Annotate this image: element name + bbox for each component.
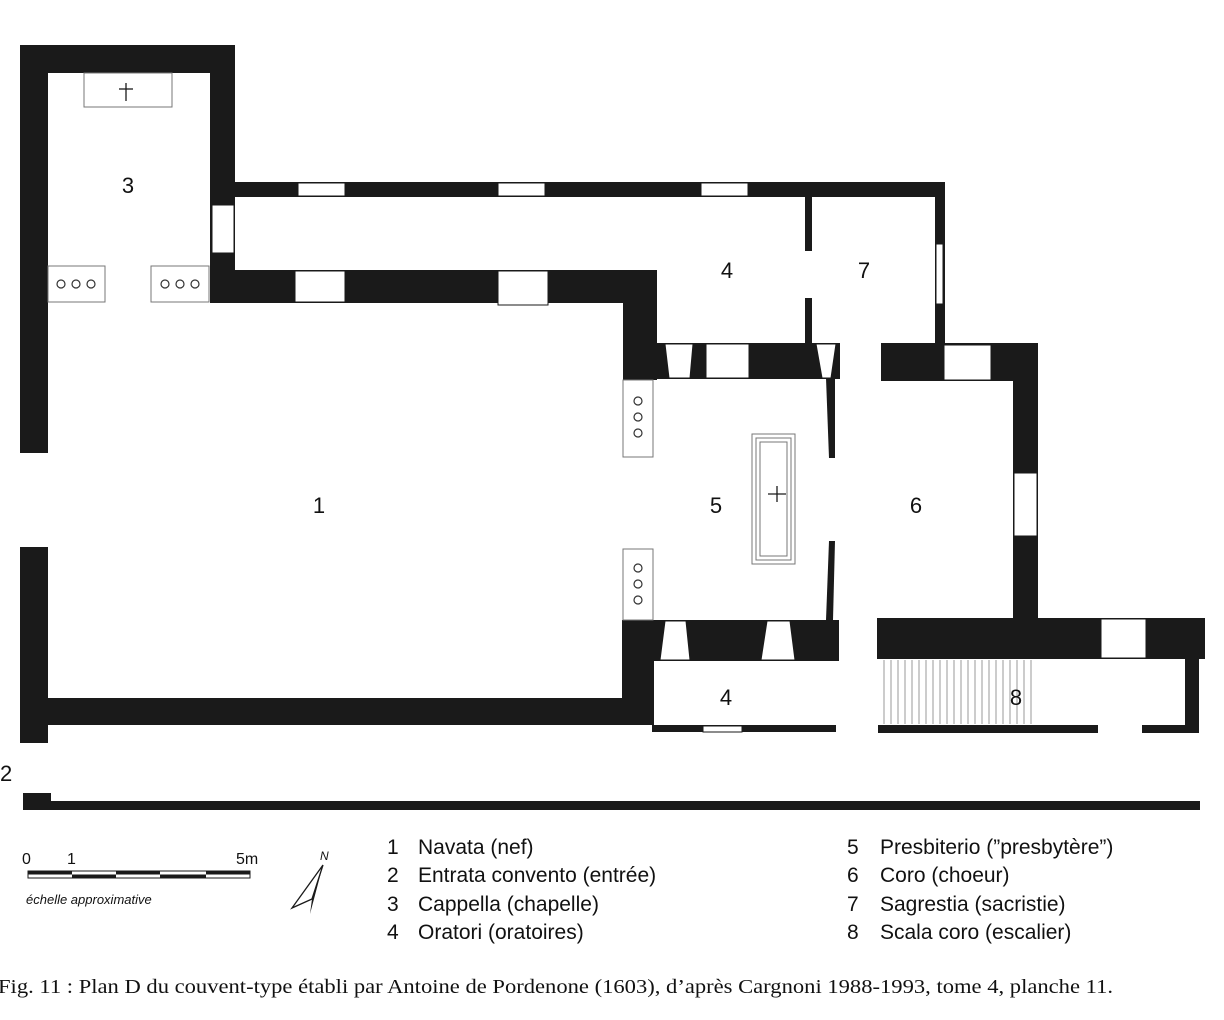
- room-label-7: 7: [858, 258, 870, 283]
- room-labels: 1 2 3 4 4 5 6 7 8: [0, 173, 1022, 786]
- legend-num-1: 1: [387, 836, 399, 859]
- legend-num-4: 4: [387, 921, 399, 944]
- legend-num-7: 7: [847, 893, 859, 916]
- scale-tick-1: 1: [67, 851, 76, 868]
- legend-text-3: Cappella (chapelle): [418, 893, 599, 916]
- legend-num-3: 3: [387, 893, 399, 916]
- legend-text-1: Navata (nef): [418, 836, 534, 859]
- room-label-3: 3: [122, 173, 134, 198]
- room-label-1: 1: [313, 493, 325, 518]
- chapel-altar: [83, 72, 173, 108]
- scale-tick-0: 0: [22, 851, 31, 868]
- legend-num-5: 5: [847, 836, 859, 859]
- room-label-2: 2: [0, 761, 12, 786]
- north-label: N: [320, 849, 329, 863]
- openings: [211, 182, 1147, 733]
- legend-text-4: Oratori (oratoires): [418, 921, 584, 944]
- legend-text-8: Scala coro (escalier): [880, 921, 1071, 944]
- legend-text-2: Entrata convento (entrée): [418, 864, 656, 887]
- scale-caption: échelle approximative: [26, 892, 152, 907]
- main-altar: [751, 433, 796, 565]
- legend: 1 Navata (nef) 2 Entrata convento (entré…: [387, 836, 1113, 944]
- room-label-5: 5: [710, 493, 722, 518]
- room-label-4-lower: 4: [720, 685, 732, 710]
- scale-bar: 0 1 5m échelle approximative: [22, 851, 258, 907]
- legend-num-6: 6: [847, 864, 859, 887]
- figure-caption: Fig. 11 : Plan D du couvent-type établi …: [0, 976, 1113, 998]
- room-label-4-upper: 4: [721, 258, 733, 283]
- fixtures: [47, 72, 1032, 724]
- scale-tick-5: 5m: [236, 851, 258, 868]
- legend-num-2: 2: [387, 864, 399, 887]
- walls: [20, 45, 1205, 810]
- north-arrow-icon: N: [290, 849, 329, 914]
- legend-num-8: 8: [847, 921, 859, 944]
- legend-text-5: Presbiterio (”presbytère”): [880, 836, 1113, 859]
- room-label-8: 8: [1010, 685, 1022, 710]
- legend-text-6: Coro (choeur): [880, 864, 1010, 887]
- legend-text-7: Sagrestia (sacristie): [880, 893, 1066, 916]
- stair-steps: [883, 660, 1032, 724]
- room-label-6: 6: [910, 493, 922, 518]
